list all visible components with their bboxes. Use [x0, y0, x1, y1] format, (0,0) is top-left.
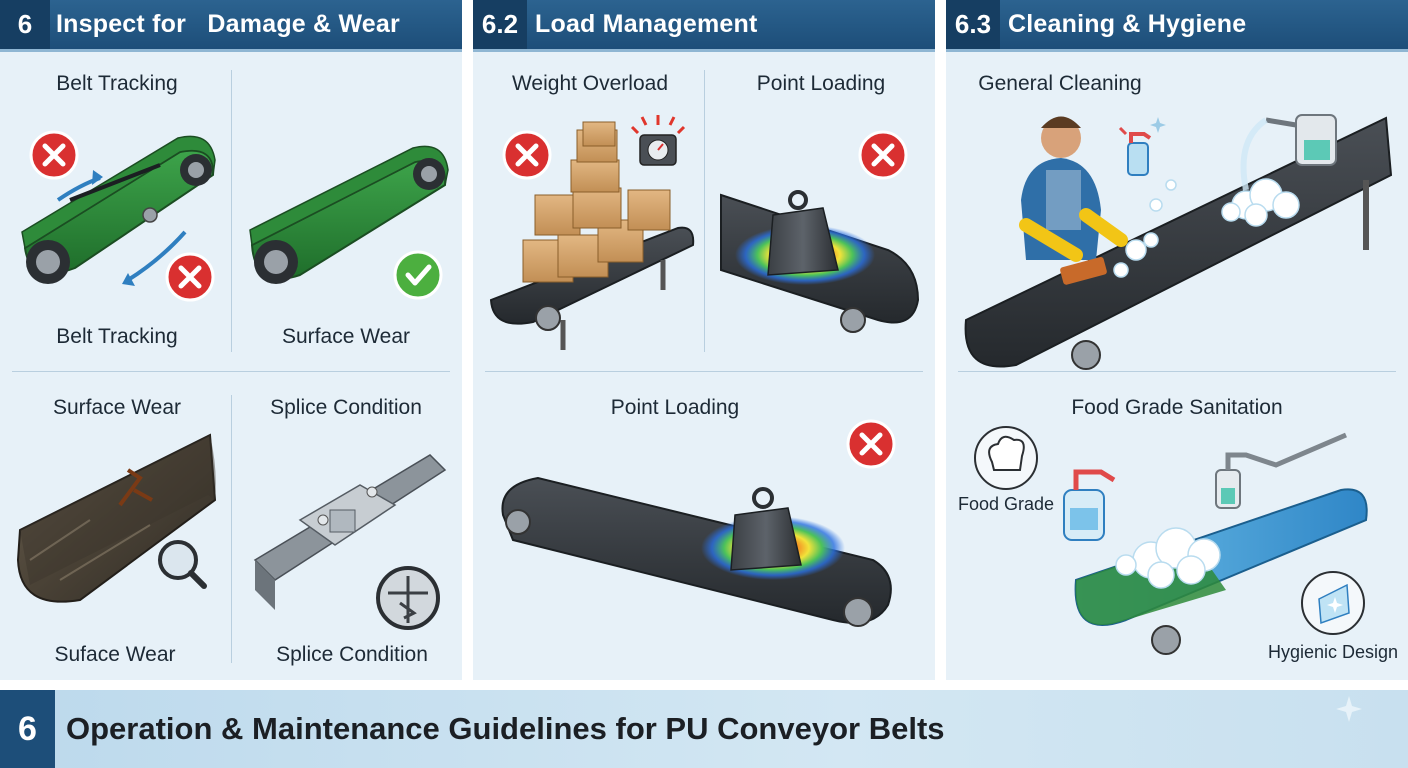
inspect-damage-wear-panel: 6 Inspect for Damage & Wear Belt Trackin… — [0, 0, 462, 680]
cross-icon — [502, 130, 552, 180]
belt-tracking-label: Belt Tracking — [56, 72, 178, 95]
hygienic-design-label: Hygienic Design — [1267, 642, 1399, 662]
cleaning-hygiene-panel: 6.3 Cleaning & Hygiene General Cleaning … — [946, 0, 1408, 680]
surface-wear-label: Surface Wear — [282, 325, 410, 348]
weight-overload-label: Weight Overload — [511, 72, 669, 95]
point-loading-label: Point Loading — [610, 396, 740, 419]
misaligned-belt-illustration — [21, 135, 216, 286]
footer-section-number: 6 — [0, 690, 55, 768]
sparkle-icon — [1301, 571, 1365, 635]
panel-header: 6.2 Load Management — [473, 0, 935, 52]
footer-banner: 6 Operation & Maintenance Guidelines for… — [0, 690, 1408, 768]
worn-belt-illustration — [16, 433, 217, 603]
spray-bottle-icon — [1063, 469, 1116, 541]
magnifier-icon — [158, 540, 207, 589]
section-number: 6.2 — [473, 0, 527, 49]
panel-header: 6 Inspect for Damage & Wear — [0, 0, 462, 52]
section-number: 6.3 — [946, 0, 1000, 49]
check-icon — [393, 250, 443, 300]
magnifier-icon — [376, 566, 440, 630]
cross-icon — [165, 252, 215, 302]
suface-wear-label: Suface Wear — [54, 643, 176, 666]
food-grade-sanitation-label: Food Grade Sanitation — [1071, 396, 1283, 419]
point-loading-label: Point Loading — [756, 72, 886, 95]
section-number: 6 — [0, 0, 50, 49]
chef-hat-icon — [974, 426, 1038, 490]
cleaning-illustrations — [964, 114, 1393, 655]
overloaded-conveyor-illustration — [489, 121, 695, 350]
cross-icon — [858, 130, 908, 180]
cross-icon — [846, 419, 896, 469]
splice-condition-label: Splice Condition — [270, 396, 422, 419]
divider — [231, 70, 232, 352]
surface-wear-label: Surface Wear — [53, 396, 181, 419]
splice-condition-illustration — [253, 454, 447, 610]
load-management-panel: 6.2 Load Management Weight Overload Poin… — [473, 0, 935, 680]
load-illustrations — [489, 115, 920, 627]
aligned-belt-illustration — [249, 145, 449, 284]
point-loading-illustration — [720, 190, 920, 333]
panel-header: 6.3 Cleaning & Hygiene — [946, 0, 1408, 52]
divider — [958, 371, 1396, 372]
inspection-illustrations — [16, 130, 449, 630]
general-cleaning-label: General Cleaning — [978, 72, 1142, 95]
divider — [704, 70, 705, 352]
splice-condition-label: Splice Condition — [276, 643, 428, 666]
food-grade-sanitation-illustration — [1074, 432, 1368, 655]
general-cleaning-illustration — [964, 114, 1393, 370]
footer-title: Operation & Maintenance Guidelines for P… — [66, 711, 945, 746]
sparkle-icon — [1336, 696, 1362, 722]
cross-icon — [29, 130, 79, 180]
divider — [231, 395, 232, 663]
divider — [12, 371, 450, 372]
food-grade-label: Food Grade — [957, 494, 1055, 514]
spray-bottle-icon — [1118, 126, 1152, 176]
sparkle-icon — [1150, 117, 1166, 133]
point-loading-illustration — [501, 476, 892, 627]
section-title: Load Management — [535, 10, 758, 38]
section-title: Inspect for Damage & Wear — [56, 10, 400, 38]
belt-tracking-label: Belt Tracking — [56, 325, 178, 348]
scale-icon — [630, 115, 686, 166]
divider — [485, 371, 923, 372]
section-title: Cleaning & Hygiene — [1008, 10, 1247, 38]
